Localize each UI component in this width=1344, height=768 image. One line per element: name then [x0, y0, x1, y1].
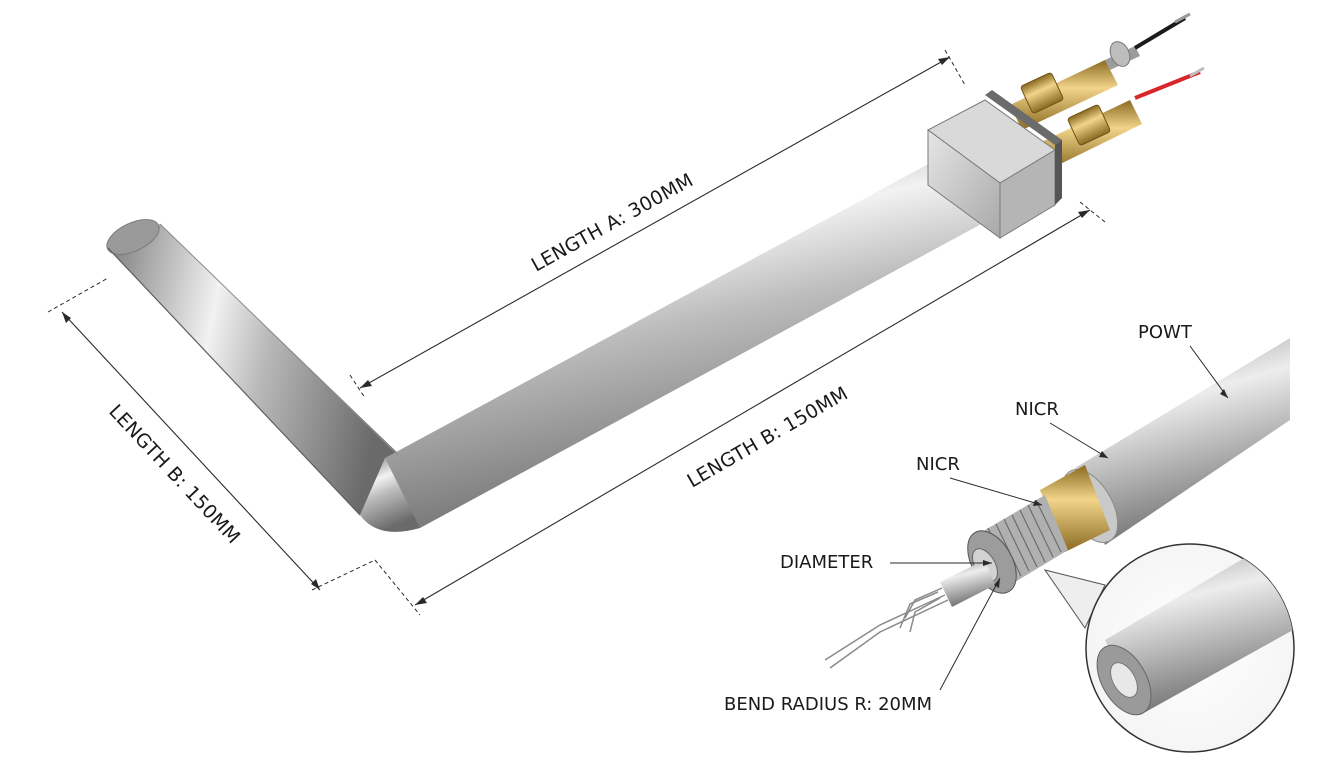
brass-fitting-upper: [1010, 12, 1191, 130]
cutaway-wires: [824, 587, 949, 669]
label-length-a: LENGTH A: 300MM: [528, 169, 697, 276]
wire-black: [1133, 16, 1187, 50]
magnified-view: [1043, 543, 1295, 753]
tube-end-cap: [106, 219, 160, 255]
tube-long-leg: [385, 155, 985, 528]
label-nicr-outer: NICR: [1015, 399, 1059, 420]
label-powt: POWT: [1138, 322, 1193, 343]
label-bend-radius: BEND RADIUS R: 20MM: [724, 694, 932, 715]
callouts: POWT NICR NICR DIAMETER BEND RADIUS R: 2…: [724, 322, 1229, 715]
cutaway-core: [940, 560, 995, 607]
label-nicr-inner: NICR: [916, 454, 960, 475]
label-length-b-short: LENGTH B: 150MM: [104, 400, 244, 548]
tube-short-leg: [108, 224, 405, 515]
terminal-block: [927, 90, 1062, 239]
cutaway-sheath: [1075, 338, 1290, 545]
label-diameter: DIAMETER: [780, 552, 873, 573]
cutaway-detail: [824, 338, 1290, 669]
terminal-assembly: [927, 12, 1205, 239]
heater-tube: [106, 155, 985, 532]
